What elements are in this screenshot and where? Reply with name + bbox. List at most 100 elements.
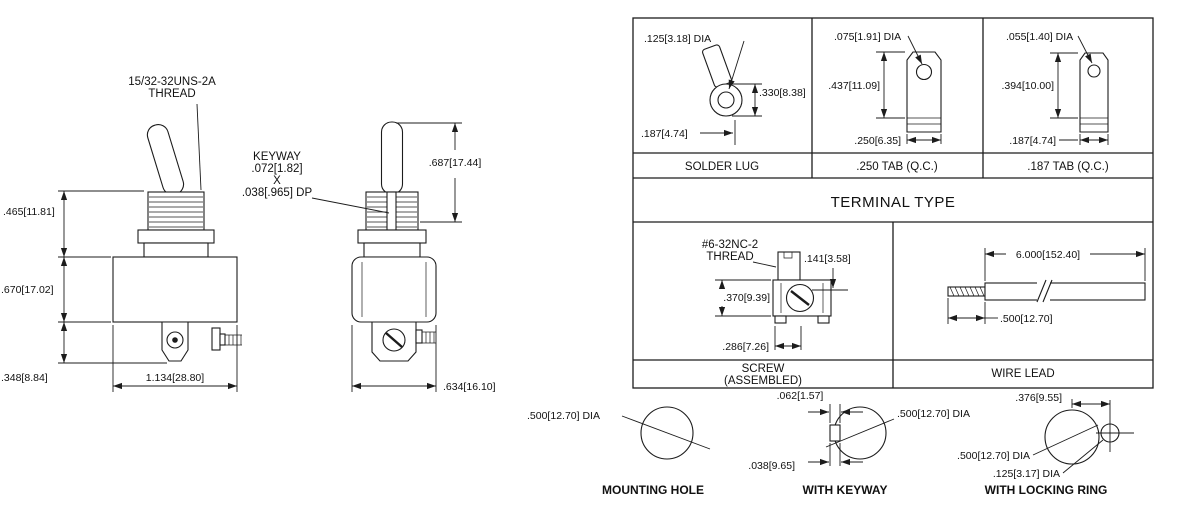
mounting-hole-circle	[1044, 409, 1100, 465]
dim-base-width: .286[7.26]	[722, 341, 769, 353]
dim-tab-width: .250[6.35]	[854, 135, 901, 147]
terminal-table: TERMINAL TYPE SOLDER LUG .250 TAB (Q.C.)…	[632, 17, 1154, 389]
dim-tab-height: .141[3.58]	[804, 253, 851, 265]
threaded-bushing	[147, 191, 205, 231]
cell-caption-screw: SCREW	[742, 363, 785, 375]
tab-hole	[915, 63, 933, 81]
tab-body	[1079, 52, 1109, 133]
screw-thread-note: THREAD	[706, 251, 753, 263]
side-screw-thread	[422, 331, 436, 344]
dia-leader-line	[1062, 439, 1104, 474]
dia-leader-line	[621, 415, 711, 450]
wire-lead-drawing: 6.000[152.40] .500[12.70]	[947, 248, 1146, 325]
side-view: KEYWAY .072[1.82] X .038[.965] DP .687[1…	[242, 121, 496, 393]
terminal-tab	[777, 251, 801, 281]
keyway-slot	[386, 191, 397, 231]
screw-terminal-drawing: #6-32NC-2 THREAD .141[3.58] .370[9.39] .…	[702, 239, 851, 353]
thread-leader-line	[196, 103, 202, 191]
dim-hole-dia: .500[12.70] DIA	[527, 410, 600, 422]
wire-break-line	[1036, 279, 1047, 303]
cell-caption-187-tab: .187 TAB (Q.C.)	[1027, 161, 1109, 173]
dia-leader-line	[1032, 424, 1099, 456]
cell-caption-250-tab: .250 TAB (Q.C.)	[856, 161, 938, 173]
side-terminal-plate	[415, 329, 423, 344]
screw-slot	[790, 290, 810, 306]
mounting-hole-plain: .500[12.70] DIA MOUNTING HOLE	[527, 406, 711, 497]
wire-break-gap	[1037, 280, 1050, 302]
thread-spec-label: THREAD	[148, 88, 195, 100]
washer	[143, 242, 209, 258]
dim-strip-length: .500[12.70]	[1000, 313, 1053, 325]
wire-insulation	[984, 282, 1146, 301]
base-foot	[774, 315, 787, 324]
tab-187-drawing: .055[1.40] DIA .394[10.00] .187[4.74]	[1001, 31, 1109, 147]
cell-caption-wire-lead: WIRE LEAD	[991, 368, 1054, 380]
mounting-hole-locking-ring: .376[9.55] .500[12.70] DIA .125[3.17] DI…	[957, 392, 1134, 497]
keyway-note: .072[1.82]	[251, 163, 302, 175]
wire-strand-hatch	[949, 286, 985, 297]
keyway-hole-caption: WITH KEYWAY	[803, 483, 888, 497]
keyway-notch	[829, 424, 841, 442]
dim-terminal-height: .348[8.84]	[1, 372, 48, 384]
side-screw-head	[219, 333, 226, 346]
dim-body-height: .670[17.02]	[1, 284, 54, 296]
tab-250-drawing: .075[1.91] DIA .437[11.09] .250[6.35]	[828, 31, 942, 147]
side-terminal-plate	[211, 327, 221, 351]
hex-nut	[357, 229, 427, 244]
dim-body-width: .634[16.10]	[443, 381, 496, 393]
keyway-note: KEYWAY	[253, 151, 301, 163]
dim-lever-height: .687[17.44]	[429, 157, 482, 169]
base-foot	[817, 315, 830, 324]
hex-nut	[137, 229, 215, 244]
mounting-hole-caption: MOUNTING HOLE	[602, 483, 704, 497]
screw-slot	[385, 332, 403, 348]
keyway-leader-line	[311, 197, 390, 214]
dim-tab-height: .394[10.00]	[1001, 80, 1054, 92]
lug-hole	[717, 91, 735, 109]
dim-pin-hole-dia: .125[3.17] DIA	[993, 468, 1060, 480]
table-header: TERMINAL TYPE	[831, 194, 956, 211]
tab-body	[906, 51, 942, 133]
dim-lug-width: .187[4.74]	[641, 128, 688, 140]
solder-lug-drawing: .125[3.18] DIA .330[8.38] .187[4.74]	[641, 33, 806, 145]
thread-spec-label: 15/32-32UNS-2A	[128, 76, 216, 88]
dim-keyway-flat: .038[9.65]	[748, 460, 795, 472]
locking-ring-caption: WITH LOCKING RING	[985, 483, 1108, 497]
washer	[363, 242, 421, 258]
dim-tab-width: .187[4.74]	[1009, 135, 1056, 147]
dim-keyway-width: .062[1.57]	[777, 390, 824, 402]
dim-hole-dia: .500[12.70] DIA	[957, 450, 1030, 462]
dim-tab-hole-dia: .075[1.91] DIA	[834, 31, 901, 43]
keyway-note: X	[273, 175, 281, 187]
dim-lug-height: .330[8.38]	[759, 87, 806, 99]
dim-bushing-height: .465[11.81]	[3, 206, 55, 218]
dim-tab-hole-dia: .055[1.40] DIA	[1006, 31, 1073, 43]
switch-body	[351, 256, 437, 323]
dim-pin-offset: .376[9.55]	[1015, 392, 1062, 404]
thread-hatch	[149, 196, 203, 228]
terminal-center	[172, 337, 178, 343]
front-view: 15/32-32UNS-2A THREAD .465[11.81] .670[1…	[1, 76, 242, 392]
dim-tab-height: .437[11.09]	[828, 80, 880, 92]
wire-break-line	[1042, 279, 1053, 303]
leader-line	[752, 261, 777, 268]
dim-body-width: 1.134[28.80]	[146, 372, 204, 384]
lug-tab	[701, 44, 733, 88]
mounting-hole-keyway: .062[1.57] .038[9.65] .500[12.70] DIA WI…	[748, 390, 970, 497]
cell-caption-solder-lug: SOLDER LUG	[685, 161, 759, 173]
dim-body-height: .370[9.39]	[723, 292, 770, 304]
leader-line	[1077, 35, 1093, 64]
leader-line	[728, 40, 745, 90]
toggle-lever	[380, 121, 404, 195]
tab-hole	[1087, 64, 1101, 78]
switch-body	[112, 256, 238, 323]
dim-wire-length: 6.000[152.40]	[1016, 249, 1080, 261]
dim-hole-dia: .500[12.70] DIA	[897, 408, 970, 420]
screw-thread-note: #6-32NC-2	[702, 239, 758, 251]
toggle-lever	[146, 124, 185, 196]
tab-notch	[783, 252, 793, 259]
mounting-hole-circle	[640, 406, 694, 460]
leader-line	[907, 35, 923, 65]
